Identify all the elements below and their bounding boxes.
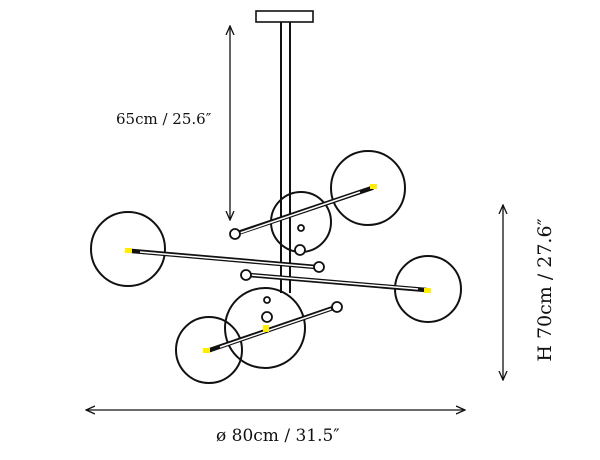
globe	[175, 316, 243, 384]
canopy	[255, 10, 314, 23]
arm-end-ball	[331, 301, 343, 313]
height-dimension-label: H 70cm / 27.6″	[534, 218, 556, 362]
bulb	[125, 184, 431, 353]
globe	[224, 287, 306, 369]
arm-end-ball	[229, 228, 241, 240]
globe	[330, 150, 406, 226]
arm-end-ball	[240, 269, 252, 281]
globe	[90, 211, 166, 287]
drop-dimension-label: 65cm / 25.6″	[116, 110, 212, 128]
width-dimension-label: ø 80cm / 31.5″	[216, 426, 340, 446]
arm-end-ball	[313, 261, 325, 273]
